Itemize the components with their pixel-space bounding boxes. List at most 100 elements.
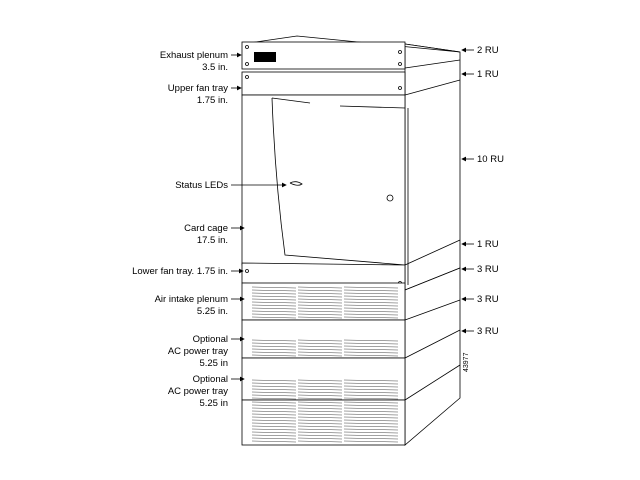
label-ac-tray-2: Optional: [193, 374, 228, 385]
grill-slat: [297, 289, 343, 292]
grill-slat: [297, 434, 343, 437]
grill-slat: [251, 348, 297, 351]
grill-slat: [297, 354, 343, 357]
grill-slat: [251, 342, 297, 345]
cisco-logo: [254, 52, 276, 62]
grill-slat: [251, 316, 297, 319]
grill-slat: [297, 295, 343, 298]
grill-slat: [343, 286, 399, 289]
grill-slat: [343, 422, 399, 425]
grill-slat: [297, 422, 343, 425]
label-status-leds: Status LEDs: [175, 180, 228, 191]
grill-slat: [251, 401, 297, 404]
grill-slat: [343, 388, 399, 391]
grill-slat: [343, 301, 399, 304]
grill-slat: [251, 397, 297, 400]
grill-slat: [343, 385, 399, 388]
grill-slat: [297, 379, 343, 382]
status-leds: [289, 181, 303, 186]
grill-slat: [343, 351, 399, 354]
grill-slat: [251, 431, 297, 434]
grill-slat: [343, 295, 399, 298]
grill-slat: [251, 388, 297, 391]
grill-slat: [251, 407, 297, 410]
grill-slat: [251, 385, 297, 388]
right-arrows: [461, 47, 474, 334]
grill-slat: [251, 394, 297, 397]
grill-slat: [297, 310, 343, 313]
grill-slat: [297, 351, 343, 354]
label-air-intake-size: 5.25 in.: [197, 306, 228, 317]
grill-slat: [343, 440, 399, 443]
grill-slat: [297, 339, 343, 342]
chassis-side: [241, 35, 461, 446]
grill-slat: [297, 304, 343, 307]
grill-slat: [251, 416, 297, 419]
grill-slat: [343, 394, 399, 397]
grill-slat: [297, 437, 343, 440]
grill-slat: [297, 419, 343, 422]
grill-slat: [297, 292, 343, 295]
grill-slat: [343, 382, 399, 385]
grill-slat: [297, 345, 343, 348]
ac-power-tray-1: [241, 319, 406, 359]
grill-slat: [343, 313, 399, 316]
grill-slat: [343, 310, 399, 313]
grill-slat: [297, 301, 343, 304]
grill-slat: [251, 354, 297, 357]
grill-slat: [297, 286, 343, 289]
grill-slat: [251, 434, 297, 437]
grill-slat: [343, 410, 399, 413]
figure-number: 43977: [463, 352, 470, 372]
grill-slat: [343, 354, 399, 357]
grill-slat: [343, 413, 399, 416]
label-upper-fan-tray-size: 1.75 in.: [197, 95, 228, 106]
grill-slat: [297, 382, 343, 385]
grill-slat: [251, 295, 297, 298]
grill-slat: [297, 440, 343, 443]
label-ac-tray-1-name: AC power tray: [168, 346, 228, 357]
grill-slat: [297, 342, 343, 345]
grill-slat: [297, 298, 343, 301]
grill-slat: [297, 313, 343, 316]
grills: [251, 286, 399, 443]
grill-slat: [251, 379, 297, 382]
label-card-cage-size: 17.5 in.: [197, 235, 228, 246]
grill-slat: [251, 425, 297, 428]
grill-slat: [343, 401, 399, 404]
air-intake-plenum: [241, 282, 406, 321]
grill-slat: [297, 391, 343, 394]
grill-slat: [343, 348, 399, 351]
grill-slat: [343, 397, 399, 400]
grill-slat: [297, 401, 343, 404]
grill-slat: [251, 382, 297, 385]
grill-slat: [297, 431, 343, 434]
grill-slat: [251, 304, 297, 307]
upper-fan-tray: [241, 71, 406, 96]
grill-slat: [251, 345, 297, 348]
grill-slat: [251, 313, 297, 316]
grill-slat: [343, 391, 399, 394]
grill-slat: [343, 307, 399, 310]
grill-slat: [343, 416, 399, 419]
ru-lower-fan: 1 RU: [477, 239, 499, 250]
grill-slat: [343, 339, 399, 342]
grill-slat: [251, 437, 297, 440]
door-latch: [386, 194, 394, 202]
grill-slat: [251, 419, 297, 422]
grill-slat: [343, 342, 399, 345]
label-ac-tray-2-size: 5.25 in: [199, 398, 228, 409]
grill-slat: [251, 298, 297, 301]
grill-slat: [251, 440, 297, 443]
grill-slat: [297, 413, 343, 416]
ru-exhaust: 2 RU: [477, 45, 499, 56]
grill-slat: [251, 301, 297, 304]
ru-ac-tray-2: 3 RU: [477, 326, 499, 337]
grill-slat: [343, 316, 399, 319]
grill-slat: [343, 304, 399, 307]
label-exhaust-plenum: Exhaust plenum: [160, 50, 228, 61]
grill-slat: [297, 385, 343, 388]
grill-slat: [251, 351, 297, 354]
grill-slat: [297, 348, 343, 351]
right-labels: 2 RU 1 RU 10 RU 1 RU 3 RU 3 RU 3 RU: [477, 45, 504, 337]
